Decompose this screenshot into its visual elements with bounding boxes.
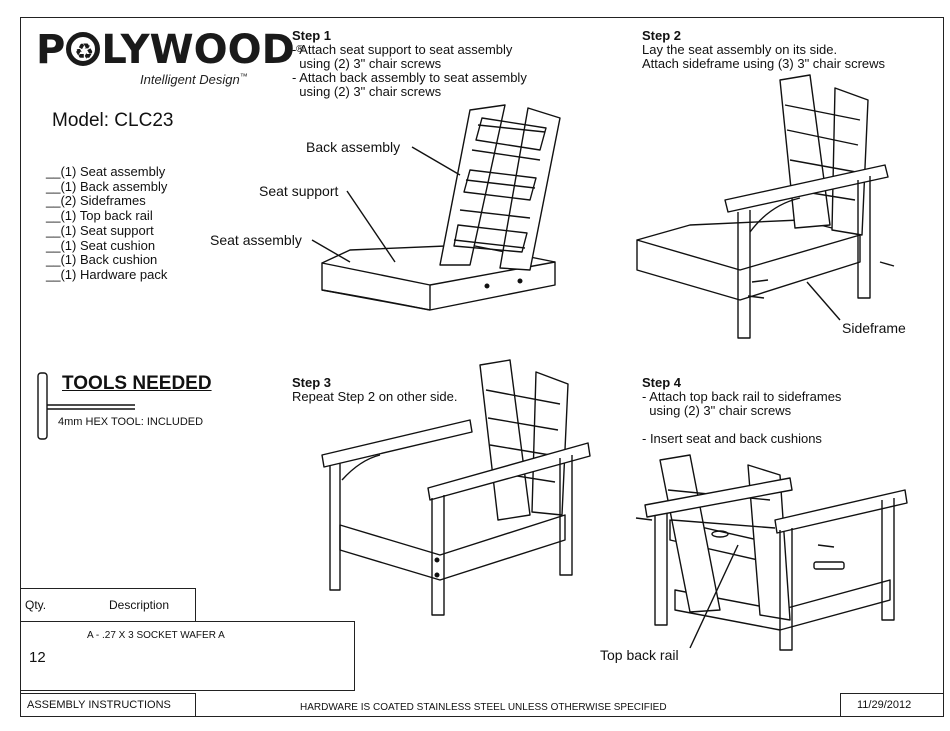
- step3-title: Step 3: [292, 375, 332, 390]
- callout-back-assembly: Back assembly: [306, 139, 401, 155]
- footer-left-box: ASSEMBLY INSTRUCTIONS: [20, 693, 196, 717]
- step1-title: Step 1: [292, 28, 332, 43]
- parts-list-item: __(1) Back cushion: [46, 252, 158, 268]
- step4-line: using (2) 3" chair screws: [642, 403, 792, 418]
- logo-text-end: LYWOOD: [101, 27, 295, 73]
- hardware-description: A - .27 X 3 SOCKET WAFER A: [87, 630, 225, 641]
- step2-line: Attach sideframe using (3) 3" chair scre…: [642, 56, 886, 71]
- footer-assembly-instructions: ASSEMBLY INSTRUCTIONS: [27, 699, 171, 711]
- callout-top-back-rail: Top back rail: [600, 647, 679, 663]
- polywood-logo: P LYWOOD®: [36, 27, 305, 75]
- callout-seat-support: Seat support: [259, 183, 339, 199]
- page-border: [20, 17, 944, 717]
- step1-drawing: [311, 104, 561, 311]
- step1-line: - Attach seat support to seat assembly: [292, 42, 513, 57]
- trademark-mark: ™: [239, 72, 248, 81]
- hex-tool-label: 4mm HEX TOOL: INCLUDED: [58, 416, 204, 428]
- step4-line: - Attach top back rail to sideframes: [642, 389, 842, 404]
- parts-list-item: __(1) Hardware pack: [46, 266, 168, 282]
- step2-instructions: Step 2 Lay the seat assembly on its side…: [642, 29, 885, 71]
- step2-drawing: [636, 74, 895, 339]
- footer-date-box: 11/29/2012: [840, 693, 944, 717]
- tools-needed-heading: TOOLS NEEDED: [62, 373, 212, 394]
- step4-instructions: Step 4 - Attach top back rail to sidefra…: [642, 376, 841, 446]
- model-number: Model: CLC23: [52, 110, 174, 131]
- step1-instructions: Step 1 - Attach seat support to seat ass…: [292, 29, 527, 99]
- footer-hardware-note: HARDWARE IS COATED STAINLESS STEEL UNLES…: [300, 702, 667, 713]
- step4-line: - Insert seat and back cushions: [642, 431, 822, 446]
- footer-date: 11/29/2012: [857, 699, 912, 711]
- hardware-row: 12 A - .27 X 3 SOCKET WAFER A: [20, 621, 355, 691]
- parts-list-item: __(1) Seat support: [46, 222, 154, 238]
- hardware-header: Qty. Description: [20, 588, 196, 622]
- hex-key-icon: [37, 372, 135, 440]
- step2-line: Lay the seat assembly on its side.: [642, 42, 838, 57]
- logo-text-start: P: [36, 27, 66, 73]
- step3-instructions: Step 3 Repeat Step 2 on other side.: [292, 376, 458, 404]
- step3-drawing: [321, 359, 591, 616]
- description-header: Description: [109, 598, 170, 612]
- registered-mark: ®: [294, 44, 305, 55]
- step4-line: [642, 418, 841, 432]
- parts-list: __(1) Seat assembly __(1) Back assembly …: [46, 164, 168, 283]
- step1-line: using (2) 3" chair screws: [292, 56, 442, 71]
- step1-line: - Attach back assembly to seat assembly: [292, 70, 527, 85]
- step2-title: Step 2: [642, 28, 682, 43]
- callout-sideframe: Sideframe: [842, 320, 906, 336]
- hardware-qty: 12: [29, 649, 46, 666]
- qty-header: Qty.: [25, 598, 47, 612]
- tagline: Intelligent Design™: [140, 72, 248, 87]
- step4-drawing: [635, 454, 908, 651]
- recycle-icon: [66, 31, 101, 75]
- step3-line: Repeat Step 2 on other side.: [292, 389, 458, 404]
- step1-line: using (2) 3" chair screws: [292, 84, 442, 99]
- callout-seat-assembly: Seat assembly: [210, 232, 302, 248]
- parts-list-item: __(1) Seat cushion: [46, 237, 156, 253]
- parts-list-item: __(1) Top back rail: [46, 208, 153, 224]
- parts-list-item: __(1) Back assembly: [46, 178, 168, 194]
- tagline-text: Intelligent Design: [140, 72, 240, 87]
- parts-list-item: __(2) Sideframes: [46, 193, 146, 209]
- step4-title: Step 4: [642, 375, 682, 390]
- parts-list-item: __(1) Seat assembly: [46, 164, 166, 179]
